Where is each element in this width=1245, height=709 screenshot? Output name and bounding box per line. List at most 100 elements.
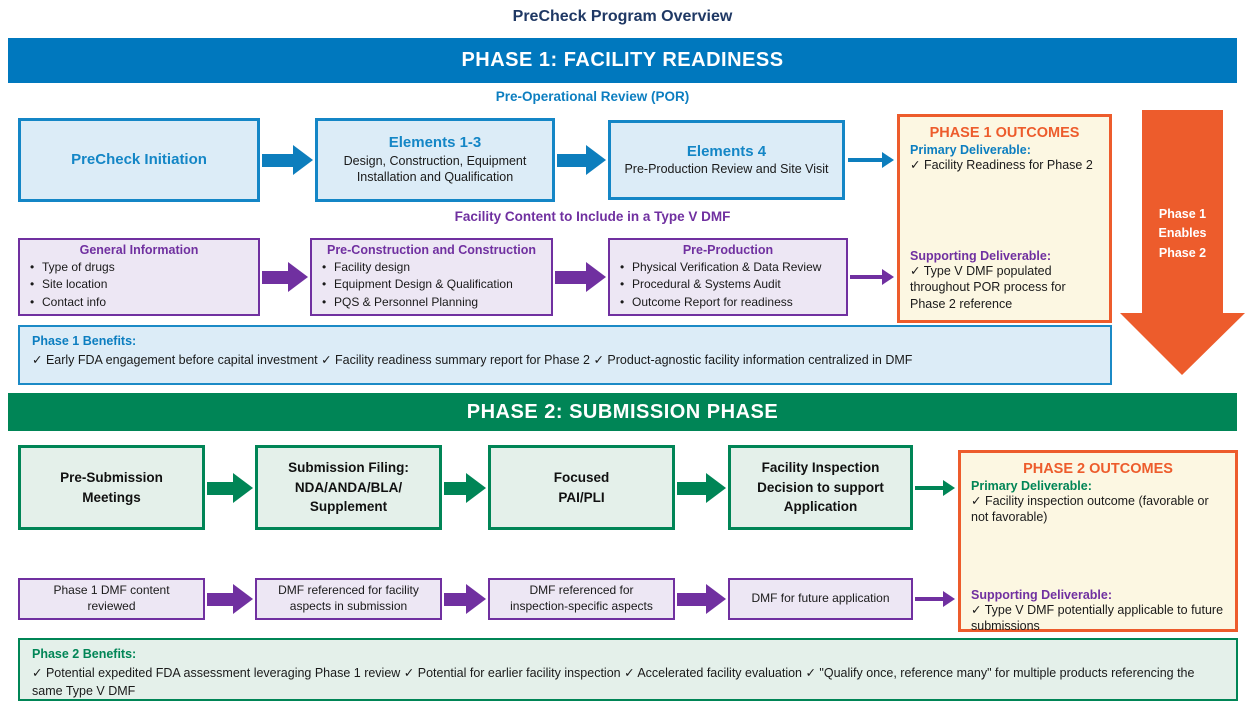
phase2-supporting-section: Supporting Deliverable: ✓ Type V DMF pot… [961, 586, 1235, 635]
arrow-head-icon [233, 473, 253, 503]
phase1-supporting-text: ✓ Type V DMF populated throughout POR pr… [910, 264, 1066, 311]
phase2-outcomes-box: PHASE 2 OUTCOMES Primary Deliverable: ✓ … [958, 450, 1238, 635]
arrow-head-icon [943, 591, 955, 607]
focused-pai-pli-label: Focused PAI/PLI [553, 469, 610, 505]
arrow-shaft [677, 481, 706, 495]
arrow-head-icon [882, 152, 894, 168]
dmf-future-application-label: DMF for future application [751, 591, 890, 606]
elements-4-box: Elements 4 Pre-Production Review and Sit… [608, 120, 845, 200]
arrow-shaft [207, 592, 233, 606]
arrow-head-icon [882, 269, 894, 285]
precheck-initiation-title: PreCheck Initiation [71, 150, 207, 168]
phase1-benefits-text: ✓ Early FDA engagement before capital in… [32, 353, 913, 367]
phase2-primary-label: Primary Deliverable: [971, 479, 1092, 493]
arrow-head-icon [706, 584, 726, 614]
phase1-benefits-label: Phase 1 Benefits: [32, 334, 137, 348]
arrow-sub-outcomes [915, 480, 955, 496]
arrow-p2dmf-1 [207, 584, 253, 614]
bullet-item: Equipment Design & Qualification [322, 276, 551, 294]
dmf-heading: Facility Content to Include in a Type V … [454, 209, 731, 224]
bullet-item: Facility design [322, 259, 551, 277]
phase1-supporting-label: Supporting Deliverable: [910, 249, 1051, 263]
bullet-item: Outcome Report for readiness [620, 294, 846, 312]
arrow-head-icon [706, 473, 726, 503]
phase1-dmf-reviewed-label: Phase 1 DMF content reviewed [53, 583, 170, 613]
dmf-referenced-facility-box: DMF referenced for facility aspects in s… [255, 578, 442, 620]
arrow-shaft [677, 592, 706, 606]
arrow-por-1 [262, 145, 313, 175]
phase1-outcomes-box: PHASE 1 OUTCOMES Primary Deliverable: ✓ … [897, 114, 1112, 323]
arrow-p2dmf-outcomes [915, 591, 955, 607]
phase2-benefits-text: ✓ Potential expedited FDA assessment lev… [32, 666, 1195, 698]
arrow-p2dmf-3 [677, 584, 726, 614]
phase2-supporting-text: ✓ Type V DMF potentially applicable to f… [971, 603, 1224, 634]
pre-production-box: Pre-Production Physical Verification & D… [608, 238, 848, 316]
phase2-supporting-label: Supporting Deliverable: [971, 588, 1112, 602]
arrow-shaft [555, 270, 586, 284]
phase1-banner-label: PHASE 1: FACILITY READINESS [461, 49, 784, 71]
arrow-shaft [262, 270, 288, 284]
page-title: PreCheck Program Overview [512, 8, 733, 25]
phase1-benefits-box: Phase 1 Benefits: ✓ Early FDA engagement… [18, 325, 1112, 385]
phase1-primary-text: ✓ Facility Readiness for Phase 2 [910, 158, 1093, 172]
phase1-banner: PHASE 1: FACILITY READINESS [8, 38, 1237, 83]
general-information-title: General Information [79, 242, 199, 257]
bullet-item: Physical Verification & Data Review [620, 259, 846, 277]
dmf-future-application-box: DMF for future application [728, 578, 913, 620]
bullet-item: Procedural & Systems Audit [620, 276, 846, 294]
general-information-bullets: Type of drugs Site location Contact info [20, 259, 258, 312]
phase1-enables-phase2-arrow: Phase 1 Enables Phase 2 [1120, 110, 1245, 375]
arrow-line [850, 275, 882, 279]
phase2-primary-text: ✓ Facility inspection outcome (favorable… [971, 494, 1209, 525]
arrow-p2dmf-2 [444, 584, 486, 614]
phase1-supporting-section: Supporting Deliverable: ✓ Type V DMF pop… [900, 247, 1109, 312]
arrow-shaft [444, 481, 466, 495]
arrow-head-icon [943, 480, 955, 496]
arrow-head-icon [233, 584, 253, 614]
precheck-initiation-box: PreCheck Initiation [18, 118, 260, 202]
arrow-shaft [207, 481, 233, 495]
phase2-banner: PHASE 2: SUBMISSION PHASE [8, 393, 1237, 431]
facility-inspection-decision-label: Facility Inspection Decision to support … [757, 460, 884, 515]
dmf-referenced-inspection-box: DMF referenced for inspection-specific a… [488, 578, 675, 620]
pre-construction-bullets: Facility design Equipment Design & Quali… [312, 259, 551, 312]
focused-pai-pli-box: Focused PAI/PLI [488, 445, 675, 530]
phase1-primary-label: Primary Deliverable: [910, 143, 1031, 157]
arrow-head-icon [293, 145, 313, 175]
phase1-dmf-reviewed-box: Phase 1 DMF content reviewed [18, 578, 205, 620]
elements-1-3-title: Elements 1-3 [388, 134, 482, 152]
arrow-head-icon [586, 262, 606, 292]
elements-4-title: Elements 4 [686, 142, 767, 160]
bullet-item: Site location [30, 276, 258, 294]
pre-submission-meetings-label: Pre-Submission Meetings [60, 469, 163, 505]
pre-construction-title: Pre-Construction and Construction [326, 242, 537, 257]
submission-filing-label: Submission Filing: NDA/ANDA/BLA/ Supplem… [288, 460, 409, 515]
general-information-box: General Information Type of drugs Site l… [18, 238, 260, 316]
bullet-item: PQS & Personnel Planning [322, 294, 551, 312]
dmf-referenced-facility-label: DMF referenced for facility aspects in s… [278, 583, 419, 613]
arrow-por-2 [557, 145, 606, 175]
arrow-sub-2 [444, 473, 486, 503]
pre-construction-box: Pre-Construction and Construction Facili… [310, 238, 553, 316]
dmf-referenced-inspection-label: DMF referenced for inspection-specific a… [510, 583, 653, 613]
pre-production-bullets: Physical Verification & Data Review Proc… [610, 259, 846, 312]
arrow-head-icon [466, 584, 486, 614]
arrow-shaft [557, 153, 586, 167]
arrow-line [848, 158, 882, 162]
pre-submission-meetings-box: Pre-Submission Meetings [18, 445, 205, 530]
big-arrow-label: Phase 1 Enables Phase 2 [1158, 207, 1207, 260]
arrow-sub-3 [677, 473, 726, 503]
elements-4-body: Pre-Production Review and Site Visit [624, 162, 829, 177]
phase2-benefits-label: Phase 2 Benefits: [32, 647, 137, 661]
arrow-por-outcomes [848, 152, 894, 168]
facility-inspection-decision-box: Facility Inspection Decision to support … [728, 445, 913, 530]
elements-1-3-box: Elements 1-3 Design, Construction, Equip… [315, 118, 555, 202]
pre-production-title: Pre-Production [682, 242, 774, 257]
arrow-line [915, 597, 943, 601]
big-arrow-head-icon [1120, 313, 1245, 375]
por-heading: Pre-Operational Review (POR) [495, 89, 690, 104]
arrow-dmf-1 [262, 262, 308, 292]
arrow-line [915, 486, 943, 490]
bullet-item: Type of drugs [30, 259, 258, 277]
